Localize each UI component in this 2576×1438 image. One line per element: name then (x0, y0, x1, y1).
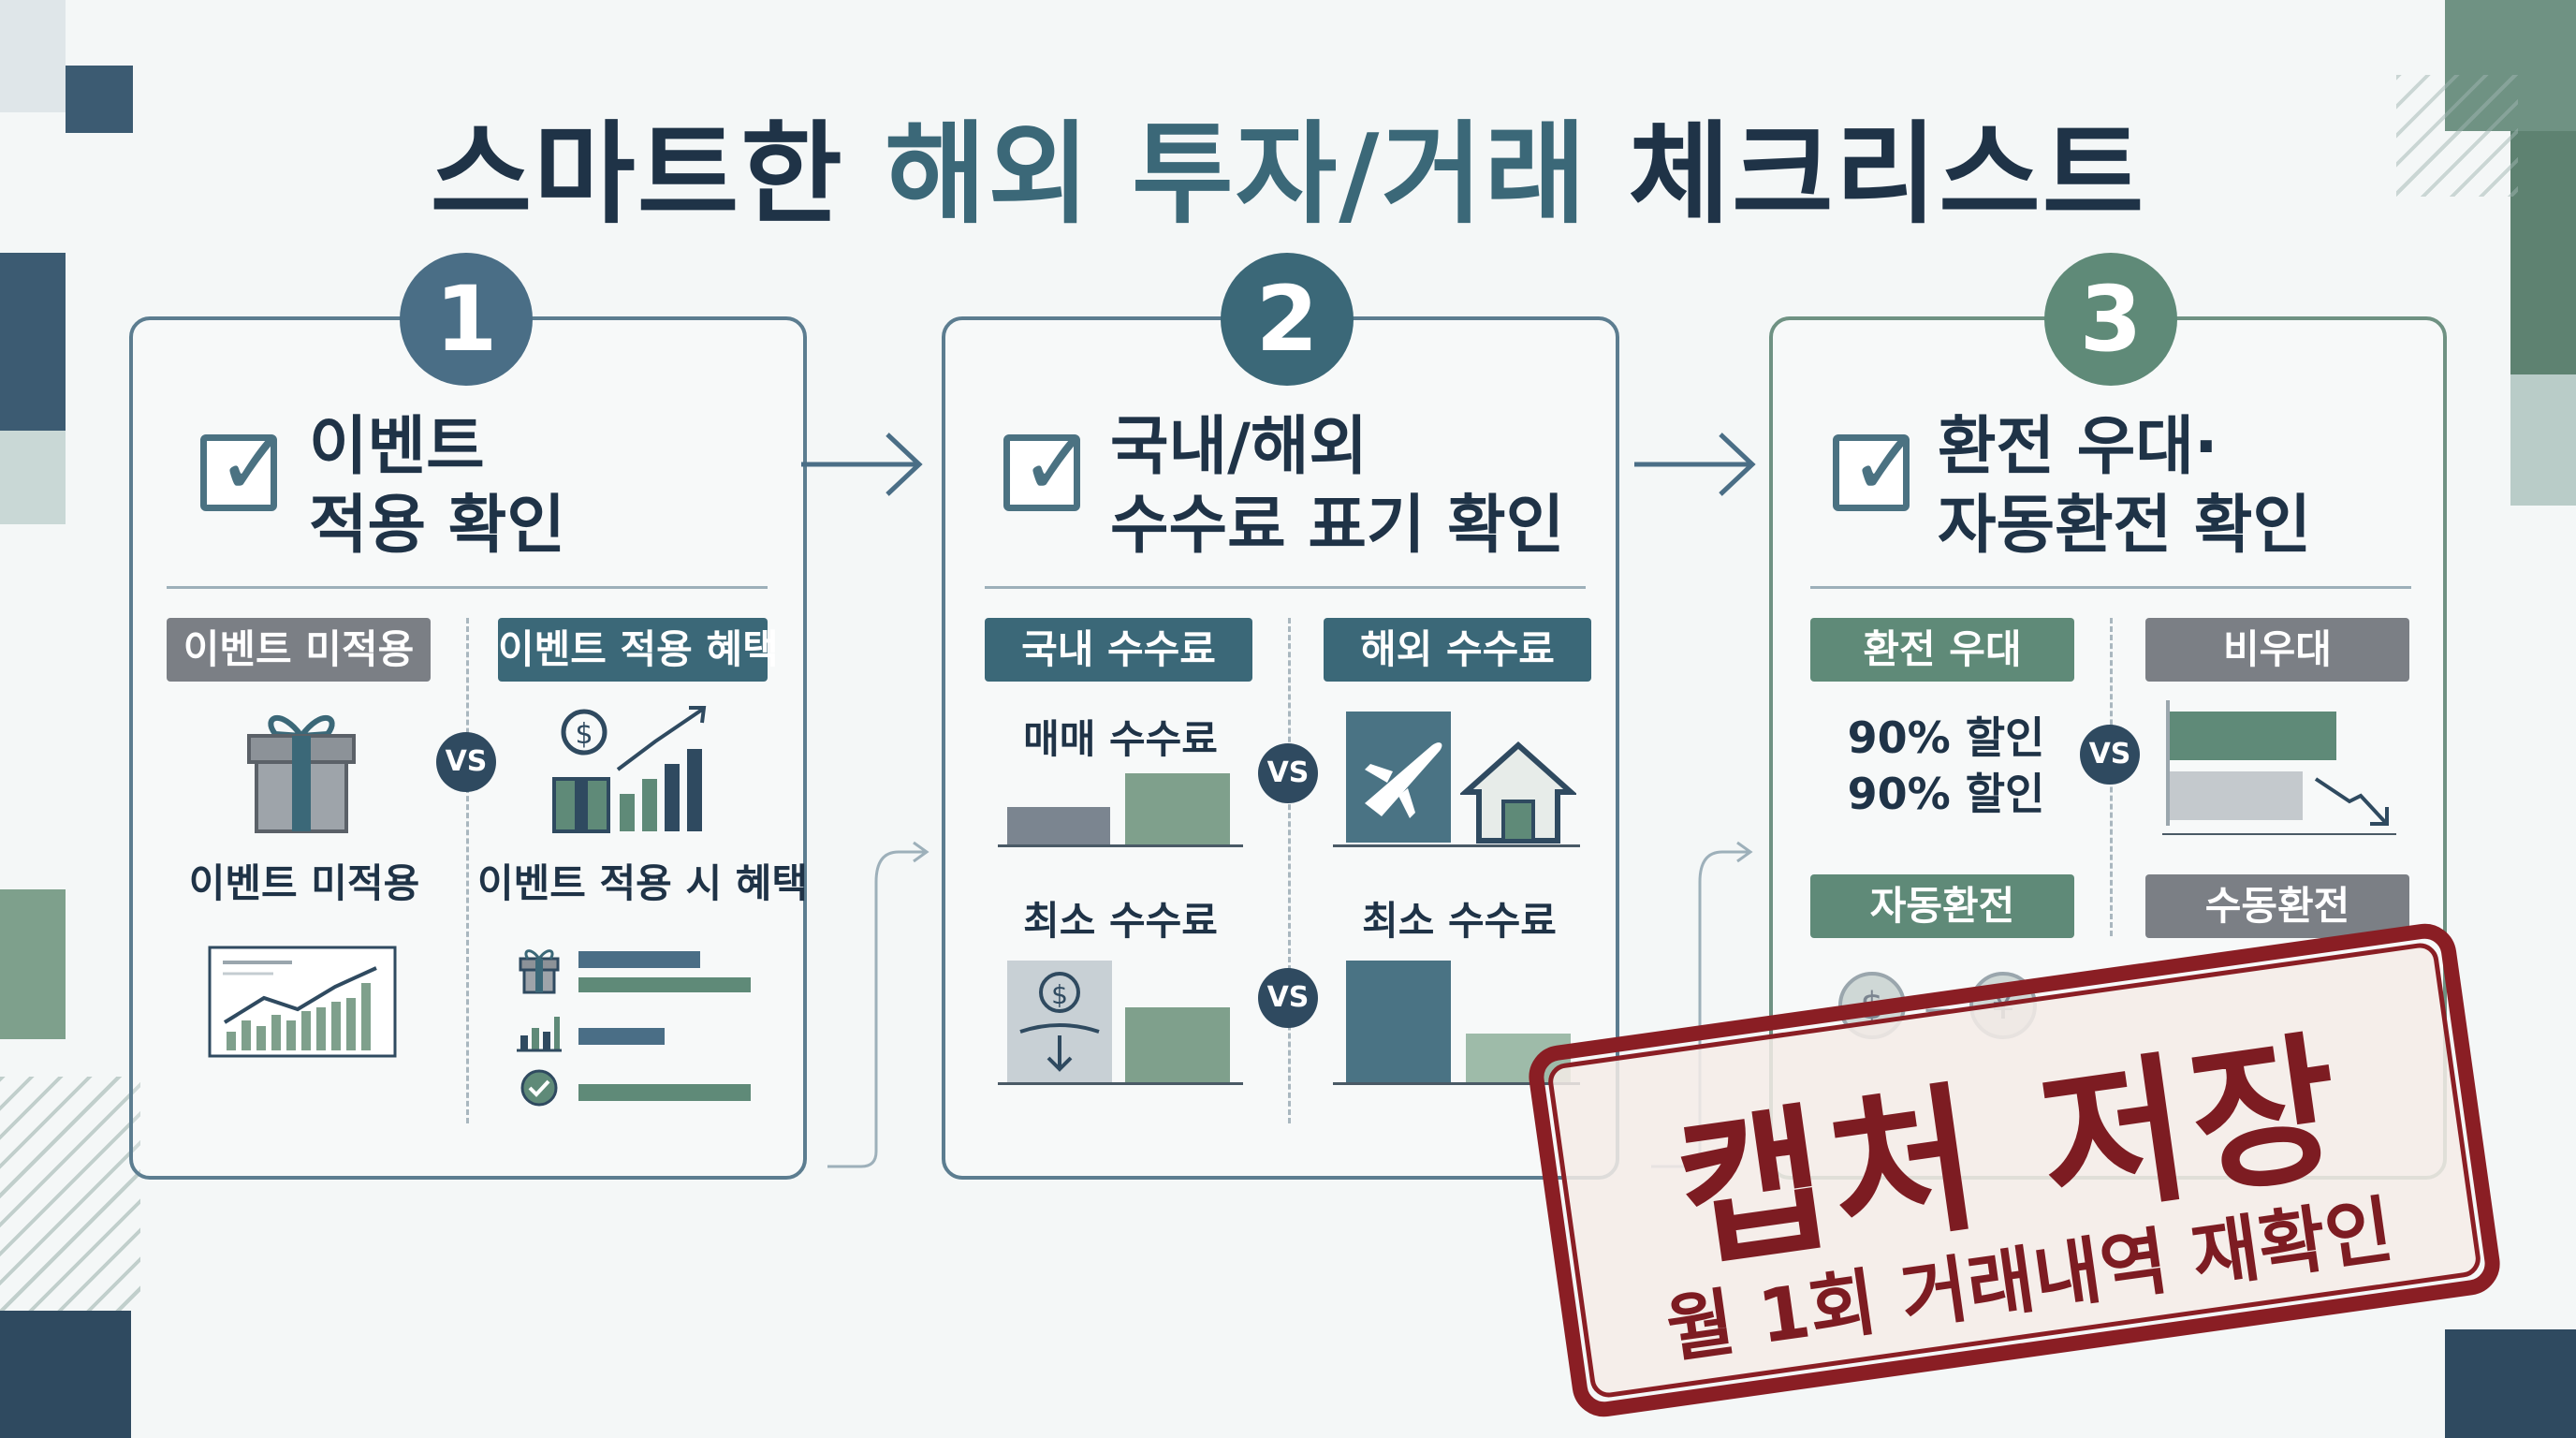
step2-title-line2: 수수료 표기 확인 (1110, 489, 1565, 563)
step-number-1: 1 (400, 253, 533, 386)
step-number-2: 2 (1221, 253, 1354, 386)
line-chart-icon (208, 946, 397, 1058)
bg-tile (2396, 75, 2518, 197)
trend-down-icon (2314, 777, 2389, 826)
airplane-icon (1346, 712, 1451, 843)
fee-bar-domestic (1125, 773, 1230, 844)
vs-badge: VS (436, 732, 496, 792)
divider (167, 586, 768, 589)
pill-non-preferential: 비우대 (2145, 618, 2409, 682)
baseline (1333, 844, 1580, 847)
bar-chart-small-icon (517, 1017, 562, 1052)
connector-arrow-icon (827, 841, 929, 1168)
arrow-right-icon (801, 433, 923, 496)
benefit-bar (578, 1084, 751, 1101)
checkbox-icon: ✓ (1003, 418, 1094, 511)
svg-text:$: $ (575, 718, 593, 751)
divider-dashed (466, 618, 469, 1123)
pill-exchange-preferential: 환전 우대 (1810, 618, 2074, 682)
step1-title-line1: 이벤트 (309, 410, 485, 484)
coin-hand-icon: $ (1007, 961, 1112, 1082)
pill-overseas-fee: 해외 수수료 (1324, 618, 1591, 682)
checkbox-icon: ✓ (200, 418, 291, 511)
benefit-bar (578, 1028, 665, 1045)
bg-tile (0, 1077, 140, 1311)
money-growth-icon: $ (552, 706, 707, 833)
pill-manual-exchange: 수동환전 (2145, 874, 2409, 938)
divider (985, 586, 1586, 589)
label-min-fee-domestic: 최소 수수료 (1023, 898, 1218, 944)
rate-bar (2170, 712, 2336, 760)
house-icon (1460, 741, 1576, 844)
label-event-not-applied: 이벤트 미적용 (188, 860, 420, 906)
bg-tile (0, 431, 66, 524)
bg-tile (0, 0, 66, 112)
step3-title-line2: 자동환전 확인 (1938, 489, 2312, 563)
baseline (998, 1082, 1243, 1085)
baseline (1333, 1082, 1580, 1085)
label-trading-fee: 매매 수수료 (1023, 716, 1218, 762)
divider (1810, 586, 2411, 589)
discount-text: 90% 할인 (1847, 712, 2045, 763)
bg-tile (2510, 131, 2576, 374)
arrow-right-icon (1634, 433, 1756, 496)
label-event-benefit: 이벤트 적용 시 혜택 (477, 860, 808, 906)
checkbox-icon: ✓ (1833, 418, 1924, 511)
fee-bar-min (1125, 1007, 1230, 1082)
check-circle-icon (520, 1069, 558, 1107)
rate-axis (2166, 700, 2170, 826)
vs-badge: VS (2080, 725, 2140, 785)
check-icon: ✓ (1849, 411, 1925, 516)
divider (2162, 833, 2396, 835)
gift-icon (247, 715, 356, 833)
step-number-3: 3 (2044, 253, 2177, 386)
step2-title-line1: 국내/해외 (1110, 410, 1368, 484)
discount-text: 90% 할인 (1847, 769, 2045, 819)
pill-domestic-fee: 국내 수수료 (985, 618, 1252, 682)
page-title: 스마트한 해외 투자/거래 체크리스트 (430, 110, 2146, 239)
step3-title-line1: 환전 우대· (1938, 410, 2218, 484)
bg-tile (2445, 1329, 2576, 1438)
label-min-fee-overseas: 최소 수수료 (1362, 898, 1557, 944)
bg-tile (2510, 374, 2576, 506)
vs-badge: VS (1258, 743, 1318, 803)
gift-small-icon (519, 949, 560, 994)
rate-bar (2170, 771, 2303, 820)
check-icon: ✓ (216, 411, 292, 516)
benefit-bar (578, 977, 751, 992)
bg-tile (66, 66, 133, 133)
vs-badge: VS (1258, 968, 1318, 1028)
benefit-bar (578, 951, 700, 968)
pill-auto-exchange: 자동환전 (1810, 874, 2074, 938)
fee-bar-min (1346, 961, 1451, 1082)
pill-event-not-applied: 이벤트 미적용 (167, 618, 431, 682)
step1-title-line2: 적용 확인 (309, 489, 565, 563)
bg-tile (0, 253, 66, 431)
bg-tile (0, 1311, 131, 1438)
divider-dashed (1288, 618, 1291, 1123)
svg-text:$: $ (1051, 979, 1068, 1010)
baseline (998, 844, 1243, 847)
bg-tile (0, 889, 66, 1039)
pill-event-benefit: 이벤트 적용 혜택 (498, 618, 779, 682)
check-icon: ✓ (1019, 411, 1095, 516)
fee-bar-domestic (1007, 807, 1110, 844)
